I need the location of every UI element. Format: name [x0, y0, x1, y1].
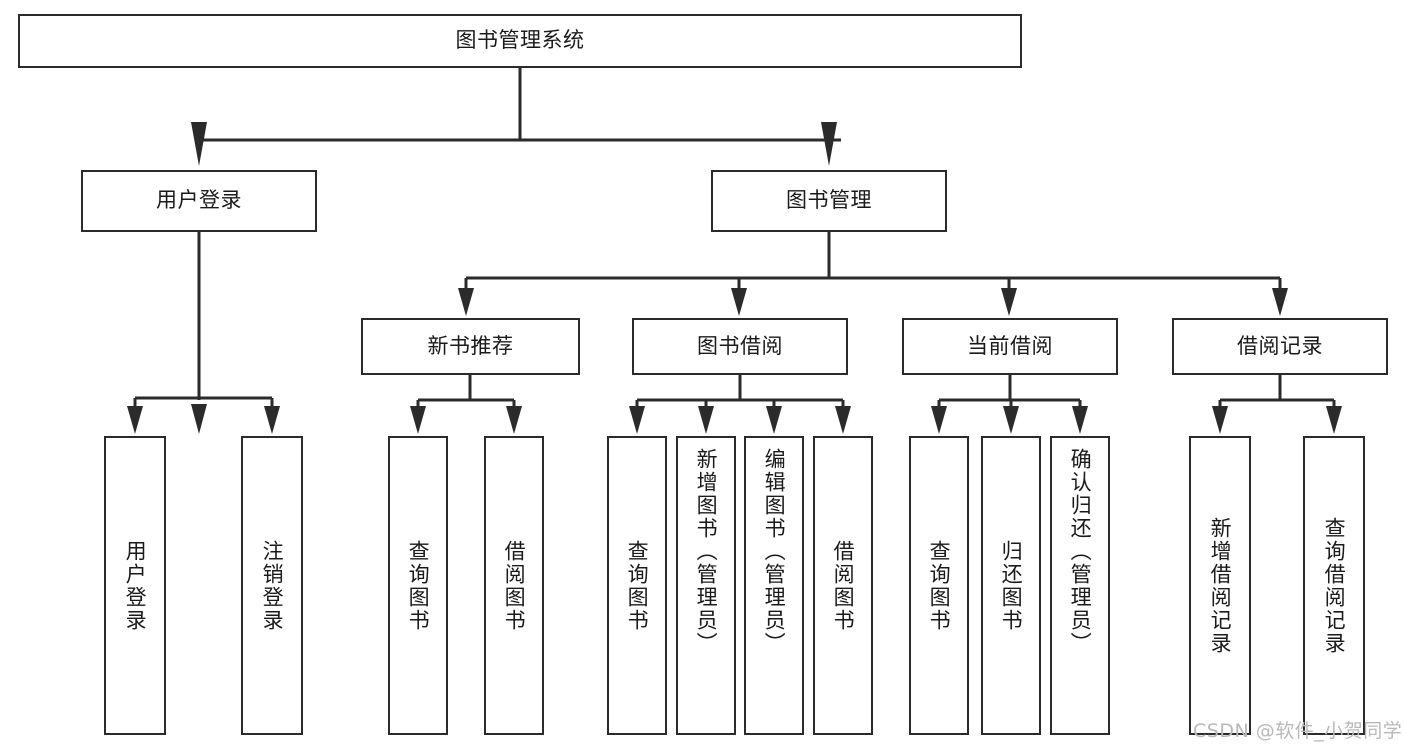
node-new-book-recommend[interactable]: 新书推荐 [361, 318, 580, 375]
node-borrow-record[interactable]: 借阅记录 [1172, 318, 1388, 375]
node-leaf-user-login-label: 用户登录 [123, 539, 148, 632]
node-leaf-confirm-return[interactable]: 确认归还（管理员） [1050, 436, 1110, 735]
node-leaf-query-book-3[interactable]: 查询图书 [909, 436, 969, 735]
node-leaf-borrow-book-1-label: 借阅图书 [502, 539, 527, 632]
arrowhead-leaf-query-book-2 [629, 406, 645, 434]
node-leaf-borrow-book-2-label: 借阅图书 [831, 539, 856, 632]
node-leaf-logout-login-label: 注销登录 [260, 539, 285, 632]
node-user-login[interactable]: 用户登录 [81, 170, 317, 232]
arrowhead-leaf-query-book-1 [410, 406, 426, 434]
node-leaf-edit-book-label: 编辑图书（管理员） [762, 448, 787, 655]
node-book-borrow-label: 图书借阅 [697, 333, 783, 358]
arrowhead-leaf-add-book [698, 406, 714, 434]
arrowhead-leaf-query-book-3 [931, 406, 947, 434]
node-leaf-add-book-label: 新增图书（管理员） [694, 448, 719, 655]
arrowhead-leaf-borrow-book-2 [835, 406, 851, 434]
node-root[interactable]: 图书管理系统 [18, 14, 1022, 68]
arrowhead-leaf-user-login [127, 406, 143, 434]
node-leaf-return-book[interactable]: 归还图书 [981, 436, 1041, 735]
node-book-manage-label: 图书管理 [786, 188, 872, 213]
arrowhead-to-new-book-recommend [458, 288, 474, 316]
node-current-borrow-label: 当前借阅 [967, 333, 1053, 358]
node-book-borrow[interactable]: 图书借阅 [632, 318, 848, 375]
arrowheads [127, 122, 1342, 434]
node-leaf-query-book-2[interactable]: 查询图书 [607, 436, 667, 735]
csdn-watermark: CSDN @软件_小贺同学 [1193, 720, 1403, 742]
node-new-book-recommend-label: 新书推荐 [427, 333, 514, 358]
node-leaf-add-borrow-record-label: 新增借阅记录 [1208, 516, 1233, 655]
node-current-borrow[interactable]: 当前借阅 [902, 318, 1118, 375]
arrowhead-leaf-query-borrow-record [1326, 406, 1342, 434]
node-leaf-query-book-2-label: 查询图书 [625, 539, 650, 632]
arrowhead-to-user-login [191, 122, 207, 166]
node-borrow-record-label: 借阅记录 [1237, 333, 1323, 358]
node-leaf-query-borrow-record[interactable]: 查询借阅记录 [1303, 436, 1365, 735]
arrowhead-to-book-manage [821, 122, 837, 166]
arrowhead-leaf-borrow-book-1 [506, 406, 522, 434]
arrowhead-leaf-return-book [1003, 406, 1019, 434]
node-leaf-borrow-book-1[interactable]: 借阅图书 [484, 436, 544, 735]
node-leaf-add-book[interactable]: 新增图书（管理员） [676, 436, 736, 735]
arrowhead-user-login-box [191, 404, 207, 434]
node-root-label: 图书管理系统 [455, 28, 585, 53]
arrowhead-leaf-add-borrow-record [1212, 406, 1228, 434]
arrowhead-leaf-confirm-return [1072, 406, 1088, 434]
arrowhead-to-book-borrow [731, 288, 747, 316]
node-book-manage[interactable]: 图书管理 [711, 170, 947, 232]
node-user-login-label: 用户登录 [156, 188, 242, 213]
arrowhead-to-borrow-record [1272, 288, 1288, 316]
node-leaf-return-book-label: 归还图书 [999, 539, 1024, 632]
node-leaf-logout-login[interactable]: 注销登录 [241, 436, 303, 735]
arrowhead-leaf-logout-login [264, 406, 280, 434]
node-leaf-user-login[interactable]: 用户登录 [104, 436, 166, 735]
arrowhead-to-current-borrow [1001, 288, 1017, 316]
node-leaf-borrow-book-2[interactable]: 借阅图书 [813, 436, 873, 735]
node-leaf-add-borrow-record[interactable]: 新增借阅记录 [1189, 436, 1251, 735]
node-leaf-query-borrow-record-label: 查询借阅记录 [1322, 516, 1347, 655]
node-leaf-query-book-1[interactable]: 查询图书 [388, 436, 448, 735]
node-leaf-query-book-3-label: 查询图书 [927, 539, 952, 632]
node-leaf-edit-book[interactable]: 编辑图书（管理员） [744, 436, 804, 735]
node-leaf-confirm-return-label: 确认归还（管理员） [1068, 448, 1093, 655]
arrowhead-leaf-edit-book [766, 406, 782, 434]
node-leaf-query-book-1-label: 查询图书 [406, 539, 431, 632]
